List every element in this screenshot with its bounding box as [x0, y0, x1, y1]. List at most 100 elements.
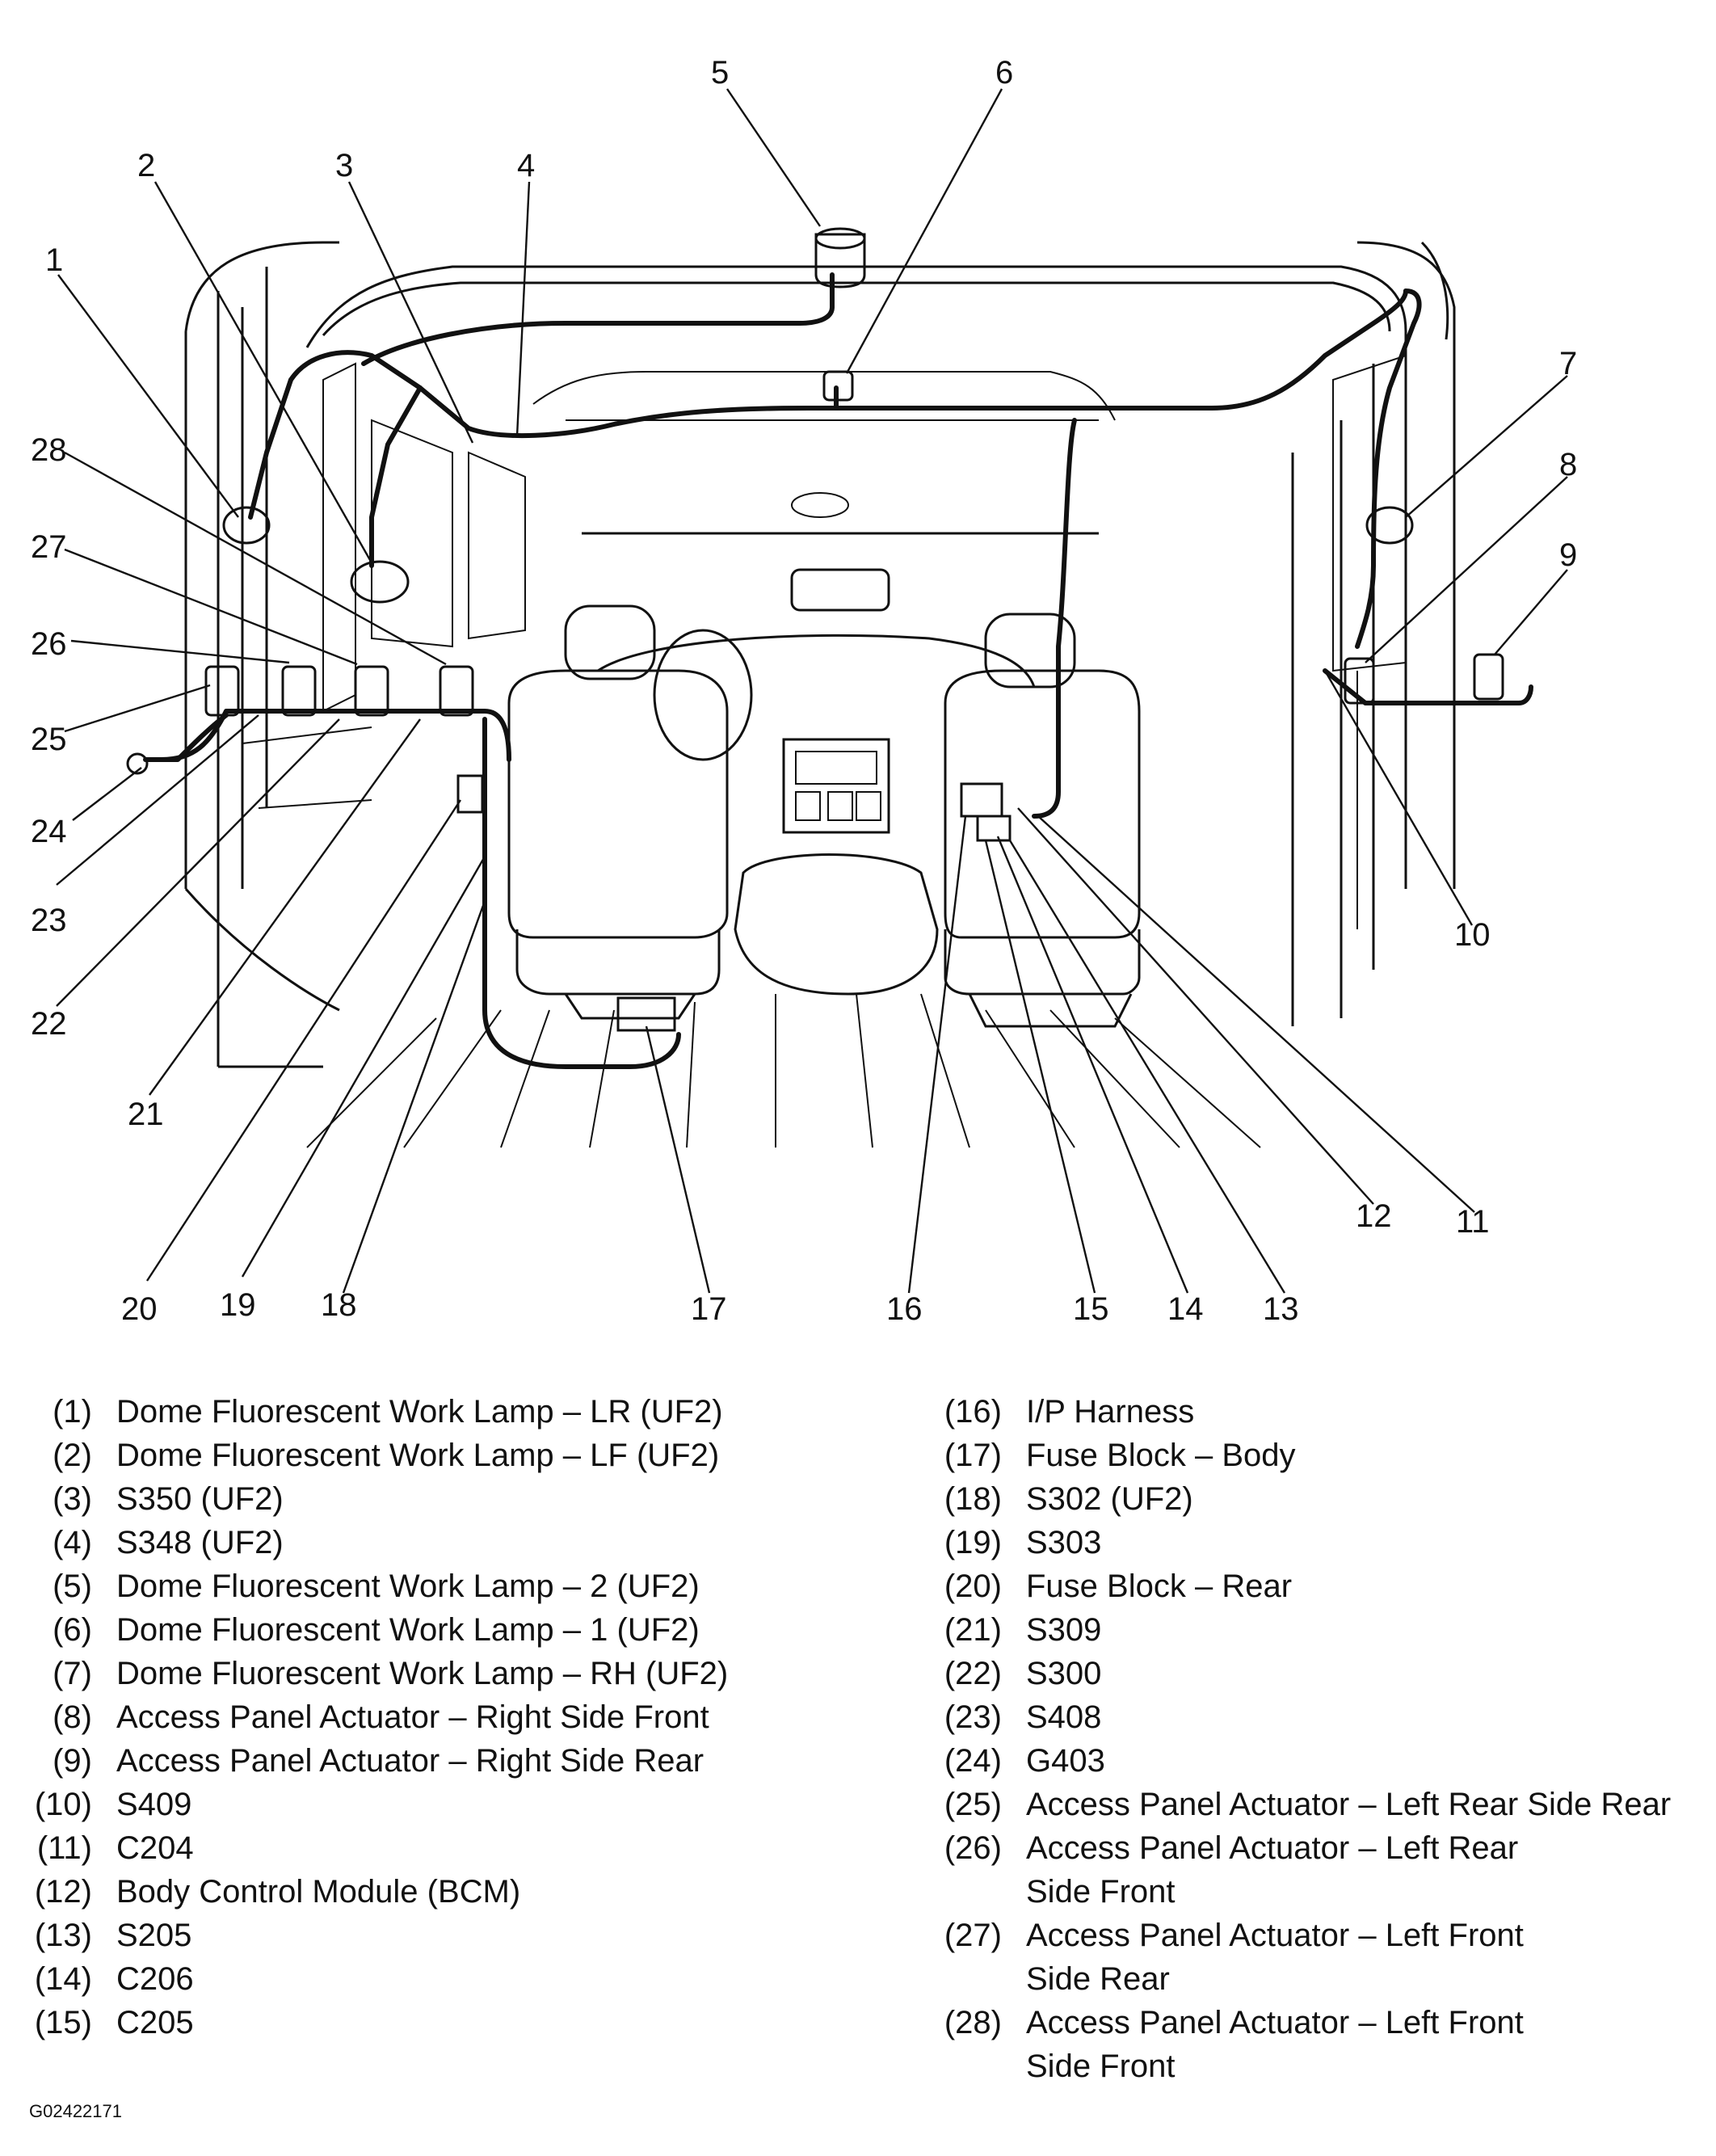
callout-28: 28	[31, 432, 67, 468]
legend-num: (4)	[53, 1525, 92, 1560]
legend-item: (22) S300	[929, 1652, 1705, 1695]
lamp-2	[350, 560, 410, 604]
legend-item: (28)Access Panel Actuator – Left Front S…	[929, 2001, 1705, 2088]
legend-num: (23)	[944, 1699, 1002, 1735]
ground-g403	[126, 752, 149, 775]
legend-num: (10)	[34, 1787, 92, 1822]
legend-num: (8)	[53, 1699, 92, 1735]
legend-right: (16) I/P Harness (17)Fuse Block – Body (1…	[929, 1390, 1705, 2088]
callout-13: 13	[1263, 1291, 1299, 1327]
legend-item: (6)Dome Fluorescent Work Lamp – 1 (UF2)	[27, 1608, 916, 1652]
legend-num: (22)	[944, 1656, 1002, 1691]
actuator-9	[1473, 653, 1504, 701]
callout-20: 20	[121, 1291, 158, 1327]
legend-label: Access Panel Actuator – Left Rear Side R…	[1026, 1787, 1672, 1822]
legend-label: C206	[116, 1961, 194, 1997]
legend-label: C205	[116, 2005, 194, 2040]
actuator-8	[1344, 657, 1375, 705]
legend-label: G403	[1026, 1743, 1105, 1779]
legend-item: (13) S205	[27, 1914, 916, 1957]
callout-26: 26	[31, 626, 67, 662]
legend-label: S303	[1026, 1525, 1102, 1560]
legend-item: (25)Access Panel Actuator – Left Rear Si…	[929, 1783, 1705, 1826]
legend-label: S309	[1026, 1612, 1102, 1648]
legend-label: C204	[116, 1830, 194, 1866]
rearview-mirror	[790, 568, 890, 612]
legend-label: Fuse Block – Body	[1026, 1438, 1296, 1473]
legend-item: (1) Dome Fluorescent Work Lamp – LR (UF2)	[27, 1390, 916, 1434]
callout-9: 9	[1559, 537, 1577, 573]
actuator-26	[281, 665, 317, 717]
callout-19: 19	[220, 1287, 256, 1323]
components	[126, 227, 1504, 1032]
steering-wheel	[653, 629, 753, 761]
legend-label: Dome Fluorescent Work Lamp – LF (UF2)	[116, 1438, 720, 1473]
legend-label: S205	[116, 1918, 192, 1953]
legend-num: (12)	[34, 1874, 92, 1910]
legend-label: Access Panel Actuator – Left Front Side …	[1026, 2005, 1524, 2084]
lamp-5	[814, 233, 866, 288]
legend-num: (7)	[53, 1656, 92, 1691]
legend-num: (5)	[53, 1569, 92, 1604]
actuator-25	[204, 665, 240, 717]
legend-item: (4)S348 (UF2)	[27, 1521, 916, 1564]
callout-8: 8	[1559, 447, 1577, 482]
legend-item: (18)S302 (UF2)	[929, 1477, 1705, 1521]
callout-1: 1	[45, 242, 63, 278]
callout-7: 7	[1559, 346, 1577, 381]
legend-num: (15)	[34, 2005, 92, 2040]
callout-22: 22	[31, 1006, 67, 1042]
callout-15: 15	[1073, 1291, 1109, 1327]
legend-num: (20)	[944, 1569, 1002, 1604]
actuator-28	[439, 665, 474, 717]
callout-labels: 1 2 3 4 5 6 7 8 9 10 11 12 13 14 15 16 1…	[31, 55, 1577, 1327]
dome-light	[791, 492, 849, 518]
legend-num: (13)	[34, 1918, 92, 1953]
callout-10: 10	[1454, 917, 1491, 953]
legend-label: Access Panel Actuator – Left Front Side …	[1026, 1918, 1524, 1997]
legend-label: Dome Fluorescent Work Lamp – 1 (UF2)	[116, 1612, 700, 1648]
actuator-27	[354, 665, 389, 717]
legend-num: (1)	[53, 1394, 92, 1430]
legend-label: Access Panel Actuator – Right Side Rear	[116, 1743, 704, 1779]
callout-12: 12	[1356, 1198, 1392, 1234]
legend-label: Body Control Module (BCM)	[116, 1874, 521, 1910]
lamp-1	[222, 506, 271, 545]
legend-label: Dome Fluorescent Work Lamp – 2 (UF2)	[116, 1569, 700, 1604]
radio-stack	[782, 738, 890, 834]
legend-label: S300	[1026, 1656, 1102, 1691]
callout-4: 4	[517, 148, 535, 183]
legend-num: (3)	[53, 1481, 92, 1517]
legend-num: (24)	[944, 1743, 1002, 1779]
legend-item: (14)C206	[27, 1957, 916, 2001]
legend-item: (17)Fuse Block – Body	[929, 1434, 1705, 1477]
callout-17: 17	[691, 1291, 727, 1327]
legend-item: (2)Dome Fluorescent Work Lamp – LF (UF2)	[27, 1434, 916, 1477]
legend-label: S302 (UF2)	[1026, 1481, 1193, 1517]
van-interior-illustration: 1 2 3 4 5 6 7 8 9 10 11 12 13 14 15 16 1…	[31, 55, 1577, 1327]
legend-item: (3) S350 (UF2)	[27, 1477, 916, 1521]
legend-item: (15) C205	[27, 2001, 916, 2044]
legend-label: I/P Harness	[1026, 1394, 1195, 1430]
fuse-block-body	[616, 996, 676, 1032]
callout-24: 24	[31, 814, 67, 849]
legend-left: (1) Dome Fluorescent Work Lamp – LR (UF2)…	[27, 1390, 916, 2044]
legend-label: S350 (UF2)	[116, 1481, 284, 1517]
legend-label: Dome Fluorescent Work Lamp – LR (UF2)	[116, 1394, 723, 1430]
callout-2: 2	[137, 148, 155, 183]
legend-num: (16)	[944, 1394, 1002, 1430]
legend-item: (27)Access Panel Actuator – Left Front S…	[929, 1914, 1705, 2001]
legend-label: Access Panel Actuator – Right Side Front	[116, 1699, 709, 1735]
legend-item: (12) Body Control Module (BCM)	[27, 1870, 916, 1914]
legend-num: (9)	[53, 1743, 92, 1779]
legend-item: (7) Dome Fluorescent Work Lamp – RH (UF2)	[27, 1652, 916, 1695]
legend-item: (16) I/P Harness	[929, 1390, 1705, 1434]
van-body-outline	[184, 241, 1456, 1068]
legend-item: (10)S409	[27, 1783, 916, 1826]
legend-num: (21)	[944, 1612, 1002, 1648]
seats	[507, 604, 1141, 1028]
callout-25: 25	[31, 722, 67, 757]
legend-item: (21) S309	[929, 1608, 1705, 1652]
legend-label: Dome Fluorescent Work Lamp – RH (UF2)	[116, 1656, 729, 1691]
lamp-7	[1365, 506, 1414, 545]
